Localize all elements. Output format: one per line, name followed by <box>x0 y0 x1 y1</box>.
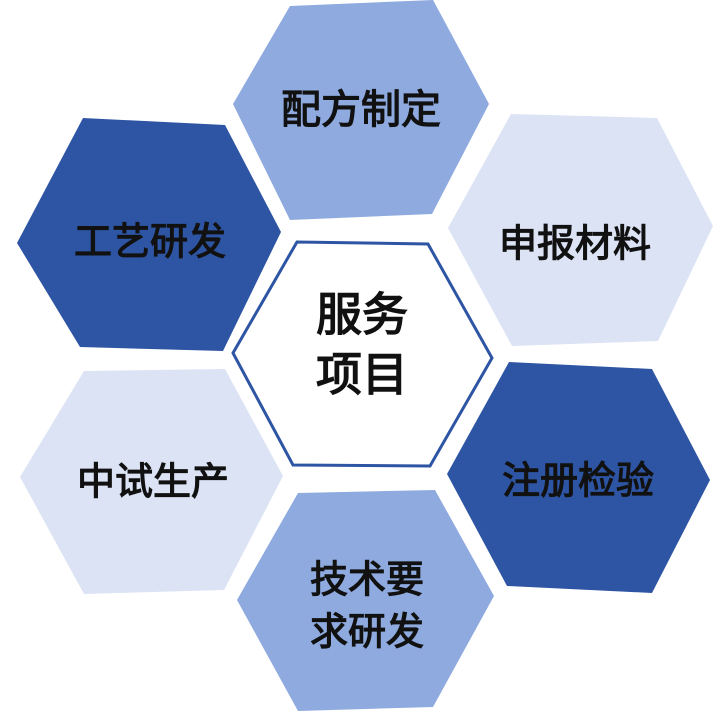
hex-zhongshi-shape <box>20 369 283 594</box>
hex-jishu-shape <box>237 490 494 711</box>
hex-jishu: 技术要 求研发 <box>237 490 494 711</box>
hex-gongyi-label: 工艺研发 <box>74 220 226 264</box>
hex-center-shape <box>231 240 494 468</box>
hex-zhuce: 注册检验 <box>447 362 710 593</box>
hex-shenbao: 申报材料 <box>448 114 713 346</box>
hex-peifang-label: 配方制定 <box>281 87 441 133</box>
center-label-line2: 项目 <box>316 348 408 402</box>
hex-peifang: 配方制定 <box>233 0 489 220</box>
hex-zhongshi-label: 中试生产 <box>77 460 229 504</box>
hex-zhongshi: 中试生产 <box>20 369 283 594</box>
hex-peifang-shape <box>233 0 489 220</box>
hex-jishu-label-line1: 技术要 <box>310 558 424 602</box>
hex-center: 服务 项目 <box>231 240 494 468</box>
hex-gongyi-shape <box>17 118 281 351</box>
hex-shenbao-label: 申报材料 <box>499 222 651 266</box>
hex-jishu-label-line2: 求研发 <box>310 610 424 654</box>
hex-gongyi: 工艺研发 <box>17 118 281 351</box>
hex-zhuce-label: 注册检验 <box>502 459 654 503</box>
hex-zhuce-shape <box>447 362 710 593</box>
center-label-line1: 服务 <box>316 288 408 342</box>
hex-shenbao-shape <box>448 114 713 346</box>
